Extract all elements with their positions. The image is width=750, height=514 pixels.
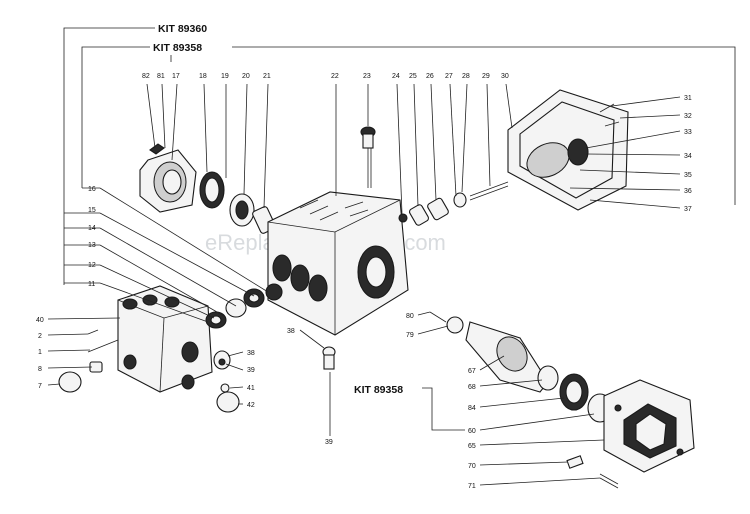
label-42: 42 [247,402,255,409]
label-1: 1 [38,349,42,356]
label-40: 40 [36,317,44,324]
leader-lines [47,83,681,486]
label-2: 2 [38,333,42,340]
dipstick [360,126,376,188]
kit-brackets [63,27,736,431]
label-18: 18 [199,73,207,80]
label-21: 21 [263,73,271,80]
kit-label-second: KIT 89358 [153,42,202,54]
label-37: 37 [684,206,692,213]
label-20: 20 [242,73,250,80]
label-19: 19 [221,73,229,80]
label-32: 32 [684,113,692,120]
label-25: 25 [409,73,417,80]
label-29: 29 [482,73,490,80]
label-60: 60 [468,428,476,435]
crankcase-cover [139,143,197,213]
label-68: 68 [468,384,476,391]
label-34: 34 [684,153,692,160]
kit-label-lower: KIT 89358 [354,384,403,396]
label-39-drain: 39 [325,439,333,446]
mounting-bolts [566,455,619,489]
manifold-caps [58,329,240,413]
crankcase [267,191,409,336]
label-8: 8 [38,366,42,373]
label-30: 30 [501,73,509,80]
flange-cover [603,379,695,473]
label-33: 33 [684,129,692,136]
label-71: 71 [468,483,476,490]
label-38-cap: 38 [247,350,255,357]
label-15: 15 [88,207,96,214]
label-82: 82 [142,73,150,80]
drain-plug [322,346,336,370]
part-number-labels: 82 81 17 18 19 20 21 22 23 24 25 26 27 2… [36,73,692,490]
label-65: 65 [468,443,476,450]
label-70: 70 [468,463,476,470]
label-67: 67 [468,368,476,375]
label-7: 7 [38,383,42,390]
label-84: 84 [468,405,476,412]
label-13: 13 [88,242,96,249]
label-38-drain: 38 [287,328,295,335]
plunger-small-parts [398,181,509,226]
kit-label-top: KIT 89360 [158,23,207,35]
label-80: 80 [406,313,414,320]
label-27: 27 [445,73,453,80]
label-26: 26 [426,73,434,80]
label-79: 79 [406,332,414,339]
label-16: 16 [88,186,96,193]
label-81: 81 [157,73,165,80]
label-23: 23 [363,73,371,80]
label-41: 41 [247,385,255,392]
manifold-head [117,285,213,393]
label-31: 31 [684,95,692,102]
shaft-assembly [429,311,613,423]
label-36: 36 [684,188,692,195]
label-11: 11 [88,281,95,288]
label-35: 35 [684,172,692,179]
label-39-cap: 39 [247,367,255,374]
label-28: 28 [462,73,470,80]
label-22: 22 [331,73,339,80]
label-12: 12 [88,262,96,269]
label-17: 17 [172,73,180,80]
label-14: 14 [88,225,96,232]
rear-cover [507,89,629,211]
label-24: 24 [392,73,400,80]
